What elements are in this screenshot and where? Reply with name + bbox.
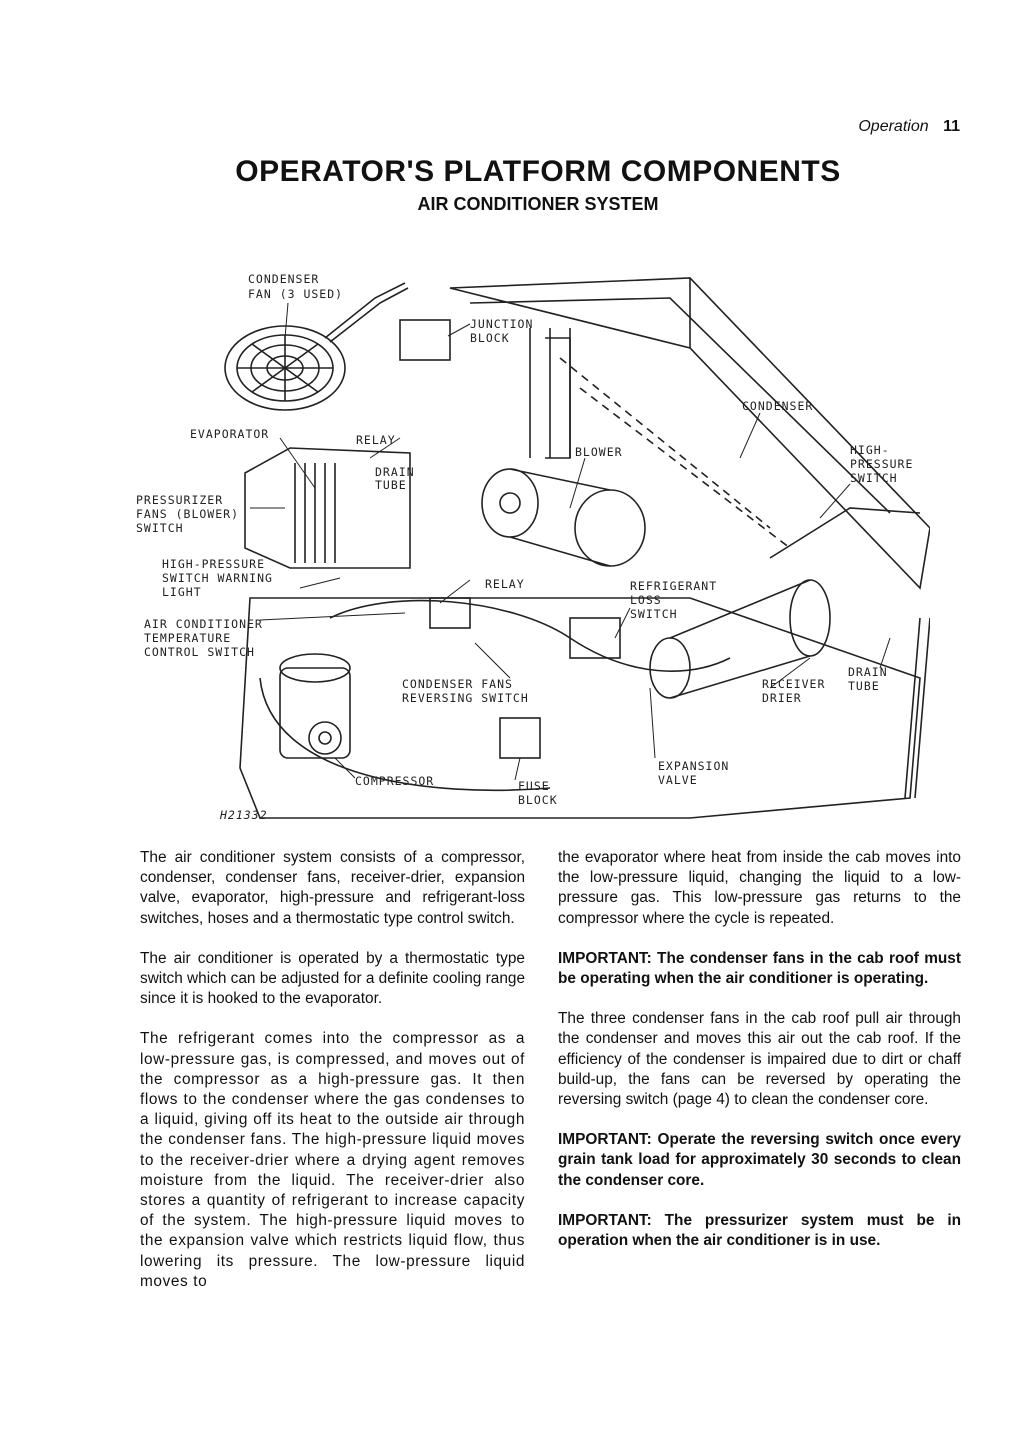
label-hp-warning-light: HIGH-PRESSURE: [162, 557, 265, 571]
paragraph: The air conditioner is operated by a the…: [140, 949, 525, 1008]
suction-hose: [259, 677, 551, 792]
svg-text:SWITCH: SWITCH: [630, 607, 678, 621]
receiver-drier-illustration: [649, 579, 831, 699]
relay-box: [429, 597, 471, 629]
label-evaporator: EVAPORATOR: [190, 427, 269, 441]
svg-text:PRESSURE: PRESSURE: [850, 457, 913, 471]
evaporator-illustration: [244, 447, 411, 569]
important-note: IMPORTANT: The condenser fans in the cab…: [558, 949, 961, 988]
important-note: IMPORTANT: Operate the reversing switch …: [558, 1131, 961, 1189]
refrigerant-hose: [329, 599, 731, 672]
svg-text:SWITCH WARNING: SWITCH WARNING: [162, 571, 273, 585]
important-note: IMPORTANT: The pressurizer system must b…: [558, 1211, 961, 1250]
paragraph: The three condenser fans in the cab roof…: [558, 1010, 961, 1109]
label-fuse-block: FUSE: [518, 779, 550, 793]
page-title: OPERATOR'S PLATFORM COMPONENTS: [235, 155, 841, 188]
figure-id: H21332: [219, 808, 268, 822]
paragraph: the evaporator where heat from inside th…: [558, 849, 961, 927]
svg-text:TUBE: TUBE: [375, 478, 407, 492]
label-ac-temp-switch: AIR CONDITIONER: [144, 617, 263, 631]
body-column-right: the evaporator where heat from inside th…: [558, 848, 961, 1271]
label-refrigerant-loss-switch: REFRIGERANT: [630, 579, 717, 593]
label-drain-tube-mid: DRAIN: [375, 465, 415, 479]
svg-text:LOSS: LOSS: [630, 593, 662, 607]
svg-text:TEMPERATURE: TEMPERATURE: [144, 631, 231, 645]
svg-text:SWITCH: SWITCH: [850, 471, 898, 485]
label-condenser-fan: CONDENSER: [248, 272, 319, 286]
refrigerant-loss-switch-box: [569, 617, 621, 659]
label-pressurizer-switch: PRESSURIZER: [136, 493, 223, 507]
label-high-pressure-switch: HIGH-: [850, 443, 890, 457]
label-expansion-valve: EXPANSION: [658, 759, 729, 773]
paragraph: The refrigerant comes into the compresso…: [140, 1030, 525, 1290]
label-condenser: CONDENSER: [742, 399, 813, 413]
svg-text:BLOCK: BLOCK: [518, 793, 558, 807]
label-relay-mid: RELAY: [485, 577, 525, 591]
label-condenser-reversing-switch: CONDENSER FANS: [402, 677, 513, 691]
blower-illustration: [481, 468, 646, 567]
svg-text:FAN (3 USED): FAN (3 USED): [248, 287, 343, 301]
label-blower: BLOWER: [575, 445, 623, 459]
section-name: Operation: [858, 118, 929, 135]
label-drain-tube-right: DRAIN: [848, 665, 888, 679]
svg-text:DRIER: DRIER: [762, 691, 802, 705]
body-column-left: The air conditioner system consists of a…: [140, 848, 525, 1312]
page-number: 11: [943, 118, 960, 135]
drain-tube-right: [904, 617, 921, 799]
svg-text:LIGHT: LIGHT: [162, 585, 202, 599]
ac-system-diagram: CONDENSER FAN (3 USED) JUNCTION BLOCK CO…: [136, 272, 930, 822]
svg-text:SWITCH: SWITCH: [136, 521, 184, 535]
condenser-housing: [449, 277, 930, 590]
label-relay-top: RELAY: [356, 433, 396, 447]
page-header: Operation 11: [858, 118, 960, 136]
svg-text:VALVE: VALVE: [658, 773, 698, 787]
junction-block: [399, 319, 451, 361]
label-receiver-drier: RECEIVER: [762, 677, 825, 691]
label-compressor: COMPRESSOR: [355, 774, 434, 788]
paragraph: The air conditioner system consists of a…: [140, 849, 525, 927]
svg-text:TUBE: TUBE: [848, 679, 880, 693]
svg-text:FANS (BLOWER): FANS (BLOWER): [136, 507, 239, 521]
svg-text:CONTROL SWITCH: CONTROL SWITCH: [144, 645, 255, 659]
label-junction-block: JUNCTION: [470, 317, 533, 331]
svg-text:REVERSING SWITCH: REVERSING SWITCH: [402, 691, 529, 705]
svg-text:BLOCK: BLOCK: [470, 331, 510, 345]
pressure-line: [769, 507, 921, 559]
page-subtitle: AIR CONDITIONER SYSTEM: [417, 194, 659, 214]
compressor-illustration: [279, 653, 351, 759]
platform-outline: [239, 597, 921, 819]
fuse-block: [499, 717, 541, 759]
condenser-fan-illustration: [224, 282, 409, 411]
